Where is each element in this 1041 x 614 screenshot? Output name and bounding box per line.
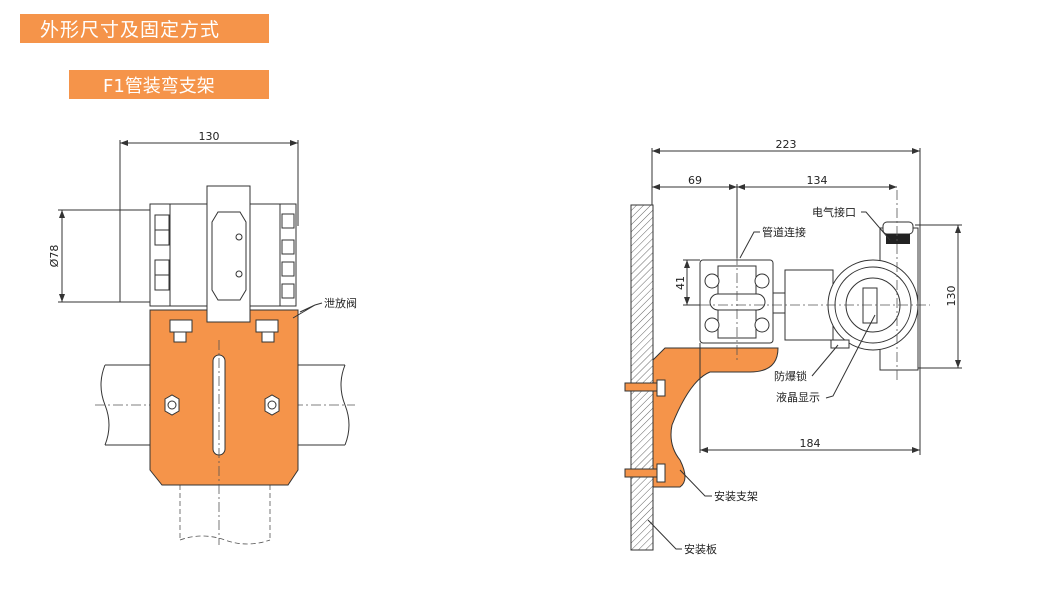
bolt-icon <box>264 394 280 416</box>
bolt-icon <box>164 394 180 416</box>
subsection-title-text: F1管装弯支架 <box>103 75 215 97</box>
dim-134: 134 <box>807 174 828 187</box>
label-pipe-connection: 管道连接 <box>762 225 806 239</box>
electrical-port <box>882 221 914 235</box>
dim-total: 223 <box>776 138 797 151</box>
mounting-bracket <box>652 347 779 488</box>
front-view: 130 Ø78 泄放阀 <box>48 130 357 545</box>
dim-69: 69 <box>688 174 702 187</box>
section-title-text: 外形尺寸及固定方式 <box>40 19 221 41</box>
label-vent-valve: 泄放阀 <box>324 296 357 310</box>
side-view: 223 69 134 41 130 184 电气接口 管道连接 防爆锁 液晶显示… <box>624 138 962 556</box>
process-flange <box>699 255 774 362</box>
label-electrical-port: 电气接口 <box>812 205 856 219</box>
dim-184: 184 <box>800 437 821 450</box>
label-lcd-display: 液晶显示 <box>776 390 820 404</box>
label-mounting-bracket: 安装支架 <box>714 489 758 503</box>
dim-width: 130 <box>199 130 220 143</box>
section-title: 外形尺寸及固定方式 <box>20 14 269 43</box>
subsection-title: F1管装弯支架 <box>69 70 269 99</box>
label-mounting-plate: 安装板 <box>684 542 717 556</box>
dim-41: 41 <box>674 276 687 290</box>
label-explosion-lock: 防爆锁 <box>774 369 807 383</box>
dim-diameter: Ø78 <box>48 245 61 268</box>
vertical-pipe <box>179 485 271 545</box>
transmitter-body <box>119 185 297 323</box>
mounting-plate <box>630 204 654 551</box>
dim-130: 130 <box>945 286 958 307</box>
lock-icon <box>830 339 850 349</box>
